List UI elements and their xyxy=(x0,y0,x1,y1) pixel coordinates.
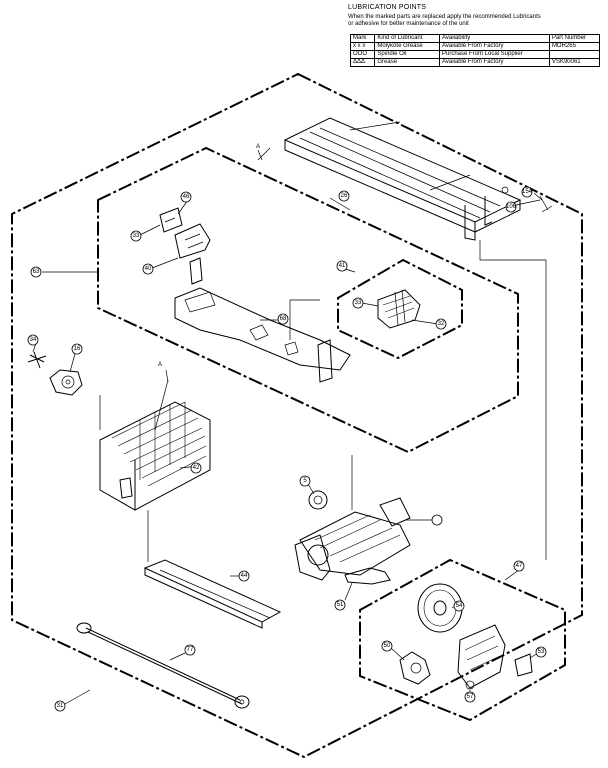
callout-46-label: 46 xyxy=(183,194,190,200)
marker-a-mid: A xyxy=(158,362,162,368)
carriage-group-frame xyxy=(97,146,519,454)
lubrication-table: Mark Kind of Lubricant Availability Part… xyxy=(349,34,601,67)
left-lever-parts xyxy=(27,351,83,396)
outer-hexagon-frame xyxy=(11,72,583,759)
connector-lines xyxy=(99,147,553,562)
bracket-parts xyxy=(159,207,211,285)
callout-34-label: 34 xyxy=(30,337,37,343)
row-mark: ΔΔΔ xyxy=(349,58,376,67)
callout-16-label: 16 xyxy=(74,346,81,352)
callout-57-label: 57 xyxy=(467,694,474,700)
top-rail-assembly xyxy=(283,117,522,241)
callout-54 xyxy=(453,600,465,612)
callout-50-label: 50 xyxy=(384,643,391,649)
callout-53 xyxy=(535,646,547,658)
callout-44-label: 44 xyxy=(241,573,248,579)
callout-33-sub xyxy=(352,297,364,309)
callout-5 xyxy=(299,475,311,487)
callout-154 xyxy=(521,186,533,198)
callout-26 xyxy=(338,190,350,202)
callout-42-label: 42 xyxy=(193,465,200,471)
main-frame xyxy=(99,401,211,511)
lubrication-legend: LUBRICATION POINTS When the marked parts… xyxy=(340,4,602,70)
carriage-mechanism xyxy=(294,490,411,581)
callout-34 xyxy=(27,334,39,346)
callout-41-top xyxy=(336,260,348,272)
callout-33-label: 33 xyxy=(133,233,140,239)
callout-33-sub-label: 33 xyxy=(355,300,362,306)
callout-106 xyxy=(505,201,517,213)
callout-5-label: 5 xyxy=(303,478,307,484)
lubrication-row: ΔΔΔ Grease Available From Factory VSK900… xyxy=(349,58,601,67)
callout-77-label: 77 xyxy=(187,647,194,653)
callout-44 xyxy=(238,570,250,582)
callout-33 xyxy=(130,230,142,242)
callout-43 xyxy=(431,514,443,526)
callout-68-label: 68 xyxy=(280,316,287,322)
callout-16 xyxy=(71,343,83,355)
carriage-plate xyxy=(174,287,351,383)
callout-154-label: 154 xyxy=(522,189,533,195)
callout-31-label: 31 xyxy=(57,703,64,709)
callout-57 xyxy=(464,691,476,703)
callout-42 xyxy=(190,462,202,474)
callout-26-label: 26 xyxy=(341,193,348,199)
callout-50 xyxy=(381,640,393,652)
head-subassembly xyxy=(377,289,421,329)
callout-51-label: 51 xyxy=(337,602,344,608)
callout-63 xyxy=(30,266,42,278)
callout-40 xyxy=(142,263,154,275)
callout-32 xyxy=(435,318,447,330)
lubrication-note-line-2: or adhesive for better maintenance of th… xyxy=(348,21,469,27)
marker-a-top-arrow xyxy=(257,149,263,161)
lubrication-header-row: Mark Kind of Lubricant Availability Part… xyxy=(349,34,601,43)
gear-group-parts xyxy=(399,624,533,690)
platen-shaft xyxy=(76,622,250,709)
callout-63-label: 63 xyxy=(33,269,40,275)
callout-47-label: 47 xyxy=(516,563,523,569)
callout-51 xyxy=(334,599,346,611)
lubrication-note-line-1: When the marked parts are replaced apply… xyxy=(348,14,541,20)
callout-46 xyxy=(180,191,192,203)
lubrication-title: LUBRICATION POINTS xyxy=(348,4,427,11)
callout-77 xyxy=(184,644,196,656)
subassembly-frame xyxy=(337,258,463,360)
callout-32-label: 32 xyxy=(438,321,445,327)
callout-47 xyxy=(513,560,525,572)
callouts: 26 46 33 40 63 41 33 32 68 34 16 42 xyxy=(27,186,547,712)
lubrication-note: When the marked parts are replaced apply… xyxy=(348,14,598,28)
callout-40-label: 40 xyxy=(145,266,152,272)
gear-group-frame xyxy=(359,558,566,722)
lever-part xyxy=(344,567,391,585)
callout-53-label: 53 xyxy=(538,649,545,655)
marker-a-top: A xyxy=(256,144,260,150)
callout-41-top-label: 41 xyxy=(339,263,346,269)
marker-a-mid-arrow xyxy=(165,369,169,383)
callout-68 xyxy=(277,313,289,325)
paper-guide xyxy=(143,559,282,629)
row-part-number: VSK90061 xyxy=(548,58,601,67)
callout-106-label: 106 xyxy=(506,204,517,210)
callout-54-label: 54 xyxy=(456,603,463,609)
callout-31 xyxy=(54,700,66,712)
